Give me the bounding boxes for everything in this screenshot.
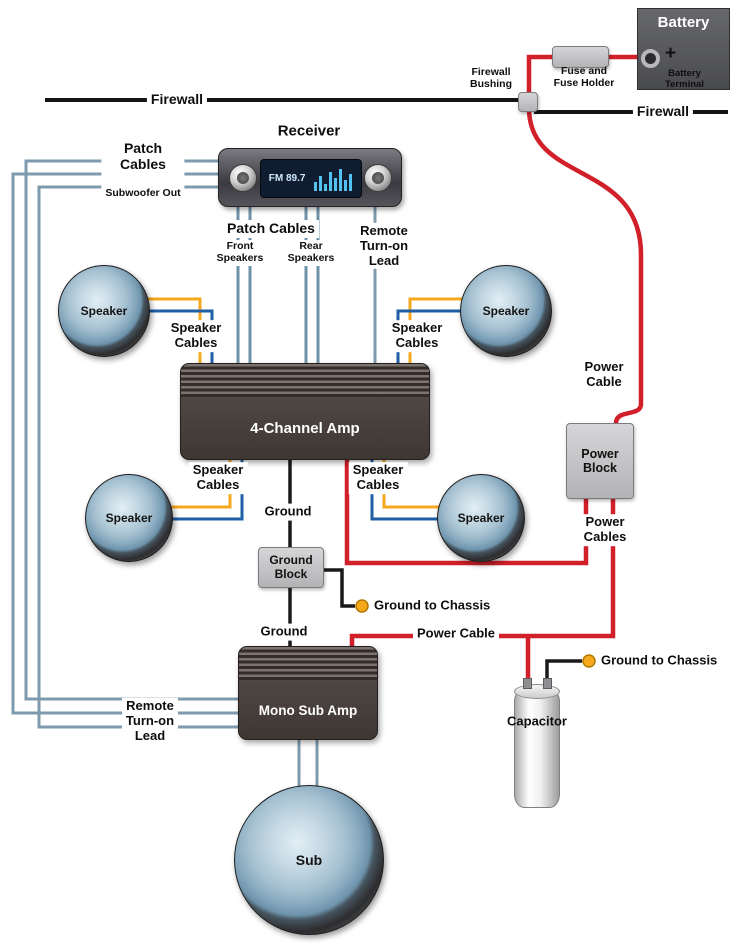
ground-to-chassis-label-lower: Ground to Chassis [601, 652, 718, 668]
speaker-front-right: Speaker [460, 265, 552, 357]
speaker-cables-label-front-right: Speaker Cables [387, 320, 447, 352]
ground-label-bottom: Ground [256, 623, 312, 641]
speaker-front-left: Speaker [58, 265, 150, 357]
mono-sub-amp-label: Mono Sub Amp [258, 702, 358, 718]
ground-wire-capacitor-to-chassis [545, 659, 582, 684]
mono-sub-amp: Mono Sub Amp [238, 646, 378, 740]
power-cables-label: Power Cables [579, 514, 631, 546]
capacitor-terminal-negative [543, 678, 552, 689]
ground-label-top: Ground [260, 503, 316, 521]
four-channel-amp-label: 4-Channel Amp [250, 420, 360, 437]
speaker-front-right-label: Speaker [482, 304, 530, 318]
receiver-display: FM 89.7 [260, 159, 362, 198]
receiver-unit: FM 89.7 [218, 148, 402, 207]
speaker-rear-left-label: Speaker [105, 511, 153, 525]
ground-block-label: Ground Block [269, 552, 313, 581]
remote-turnon-label-top: Remote Turn-on Lead [355, 222, 413, 270]
power-cable-bushing-to-block [526, 107, 644, 424]
tuning-knob-icon [364, 164, 392, 192]
remote-turnon-label-bottom: Remote Turn-on Lead [121, 697, 179, 745]
fuse-holder-box [552, 46, 609, 68]
battery-terminal-icon [641, 49, 660, 68]
four-channel-amp: 4-Channel Amp [180, 363, 430, 460]
power-cable-label-top: Power Cable [580, 359, 628, 391]
capacitor-terminal-positive [523, 678, 532, 689]
spectrum-bars-icon [314, 168, 353, 191]
power-block-label: Power Block [581, 446, 619, 475]
patch-cables-label: Patch Cables [223, 220, 319, 238]
power-cable-label-mid: Power Cable [412, 625, 500, 643]
firewall-label-left: Firewall [146, 91, 208, 109]
patch-cables-subwoofer-title: Patch Cables [120, 139, 166, 172]
patch-cables-subwoofer-label: Patch Cables Subwoofer Out [101, 124, 185, 216]
ground-to-chassis-label-right: Ground to Chassis [374, 597, 491, 613]
power-block: Power Block [566, 423, 634, 499]
capacitor-label: Capacitor [507, 713, 567, 729]
fuse-holder-label: Fuse and Fuse Holder [553, 65, 615, 89]
battery-terminal-label: Battery Terminal [665, 68, 704, 90]
firewall-label-right: Firewall [632, 103, 694, 121]
ground-wire-to-chassis-right [322, 568, 355, 608]
patch-cables-subwoofer-subtitle: Subwoofer Out [105, 186, 181, 199]
firewall-bushing-box [518, 92, 538, 112]
station-readout: FM 89.7 [268, 173, 306, 184]
speaker-rear-right: Speaker [437, 474, 525, 562]
speaker-cables-label-rear-right: Speaker Cables [348, 462, 408, 494]
battery-box: Battery + Battery Terminal [637, 8, 730, 90]
receiver-label: Receiver [277, 122, 341, 140]
volume-knob-icon [229, 164, 257, 192]
speaker-cables-label-front-left: Speaker Cables [166, 320, 226, 352]
subwoofer: Sub [234, 785, 384, 935]
subwoofer-label: Sub [295, 852, 323, 868]
ground-block: Ground Block [258, 547, 324, 588]
ring-terminal-chassis-lower [582, 654, 596, 668]
speaker-rear-right-label: Speaker [457, 511, 505, 525]
rear-speakers-label: Rear Speakers [283, 240, 339, 266]
battery-label: Battery [657, 14, 710, 31]
power-cable-battery-to-bushing [526, 54, 651, 92]
battery-plus-sign: + [665, 43, 677, 64]
front-speakers-label: Front Speakers [212, 240, 268, 266]
speaker-cables-label-rear-left: Speaker Cables [188, 462, 248, 494]
speaker-rear-left: Speaker [85, 474, 173, 562]
speaker-front-left-label: Speaker [80, 304, 128, 318]
capacitor-body [514, 678, 560, 808]
ring-terminal-chassis-right [355, 599, 369, 613]
firewall-bushing-label: Firewall Bushing [470, 66, 512, 90]
